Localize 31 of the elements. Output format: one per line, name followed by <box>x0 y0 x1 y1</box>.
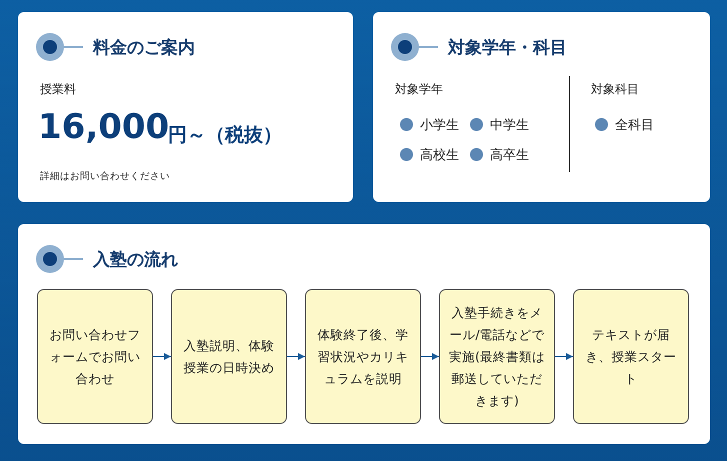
step-box <box>439 289 555 424</box>
card-heading: 入塾の流れ <box>93 249 178 271</box>
column-heading: 対象科目 <box>591 81 639 98</box>
step-box <box>573 289 689 424</box>
column-heading: 対象学年 <box>395 81 443 98</box>
step-text: お問い合わせフォームでお問い合わせ <box>48 326 142 388</box>
note-text: 詳細はお問い合わせください <box>40 170 170 183</box>
arrow <box>554 353 574 360</box>
grade-text: 小学生 <box>420 117 459 134</box>
field-label: 授業料 <box>40 81 76 98</box>
step-box <box>37 289 153 424</box>
price-amount: 16,000 <box>38 107 170 147</box>
info-card <box>373 12 710 202</box>
grade-text: 中学生 <box>490 117 529 134</box>
arrow <box>420 353 440 360</box>
step-box <box>171 289 287 424</box>
grade-text: 高校生 <box>420 147 459 164</box>
step-box <box>305 289 421 424</box>
subject-text: 全科目 <box>615 117 654 134</box>
step-text: 入塾手続きをメール/電話などで実施(最終書類は郵送していただきます) <box>448 304 546 410</box>
info-card <box>18 224 710 444</box>
arrow <box>152 353 172 360</box>
step-text: 体験終了後、学習状況やカリキュラムを説明 <box>316 326 410 388</box>
grade-text: 高卒生 <box>490 147 529 164</box>
card-heading: 料金のご案内 <box>93 37 195 59</box>
step-text: テキストが届き、授業スタート <box>584 326 678 388</box>
arrow <box>286 353 306 360</box>
info-card <box>18 12 353 202</box>
step-text: 入塾説明、体験授業の日時決め <box>182 336 276 376</box>
card-heading: 対象学年・科目 <box>448 37 567 59</box>
price-unit: 円～（税抜） <box>168 123 282 148</box>
